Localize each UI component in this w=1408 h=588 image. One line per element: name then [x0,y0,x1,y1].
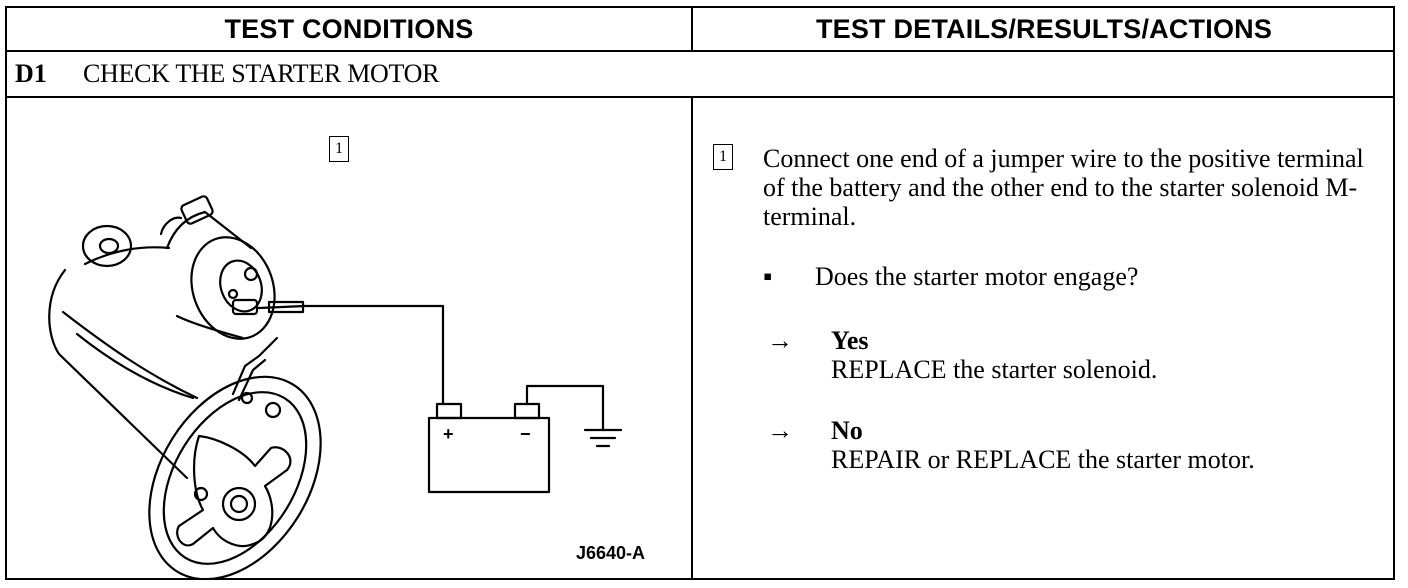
step-title: CHECK THE STARTER MOTOR [83,59,440,88]
jumper-clip [257,304,307,310]
m-terminal [231,298,259,316]
motor-body-outline [48,268,189,480]
body-divider [691,98,693,580]
instruction-text: Connect one end of a jumper wire to the … [763,144,1364,231]
question-text: Does the starter motor engage? [815,262,1139,291]
right-arrow-icon: → [767,326,793,355]
mounting-ear [81,224,133,268]
step-rule [7,96,1393,98]
test-table: TEST CONDITIONS TEST DETAILS/RESULTS/ACT… [5,6,1395,580]
figure-code: J6640-A [575,543,645,563]
result-action: REPLACE the starter solenoid. [831,355,1158,384]
battery-positive-terminal [435,402,463,420]
right-arrow-icon: → [767,416,793,445]
result-no: → No REPAIR or REPLACE the starter motor… [767,416,1255,474]
header-divider [691,8,693,52]
header-rule [7,50,1393,52]
test-details-panel: 1 Connect one end of a jumper wire to th… [693,98,1395,580]
bullet-icon: ▪ [763,262,773,291]
result-action: REPAIR or REPLACE the starter motor. [831,445,1255,474]
battery [427,416,551,494]
step-id: D1 [15,59,47,88]
test-conditions-header: TEST CONDITIONS [224,13,474,44]
battery-minus-label: − [520,424,531,444]
starter-motor-diagram: + − [48,195,623,580]
result-answer: No [831,416,863,445]
result-answer: Yes [831,326,869,355]
battery-negative-terminal [513,402,541,420]
battery-plus-label: + [443,424,454,444]
motor-end-cap [148,375,322,580]
question-line: ▪ Does the starter motor engage? [763,262,1138,292]
ground-wire [525,384,605,432]
step-callout: 1 [713,144,733,170]
jumper-wire [303,304,445,406]
solenoid-body [165,210,253,250]
test-conditions-panel: 1 [7,98,691,580]
figure-callout: 1 [329,136,349,162]
test-details-header: TEST DETAILS/RESULTS/ACTIONS [815,13,1273,44]
ground-symbol [583,428,623,448]
result-yes: → Yes REPLACE the starter solenoid. [767,326,1157,384]
step-row: D1 CHECK THE STARTER MOTOR [7,52,1393,96]
